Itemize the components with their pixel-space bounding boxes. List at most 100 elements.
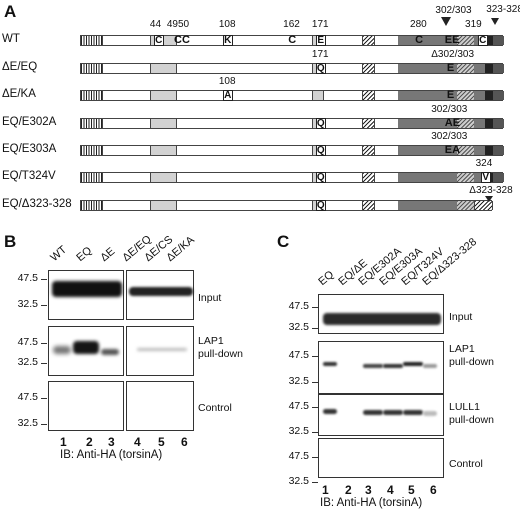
mw-label: 47.5 bbox=[288, 450, 309, 462]
residue-label: EA bbox=[444, 144, 461, 156]
protein-band bbox=[403, 362, 423, 366]
residue-number: 108 bbox=[218, 76, 236, 87]
protein-band bbox=[323, 409, 337, 414]
blot-input-right bbox=[126, 270, 194, 320]
protein-band bbox=[383, 364, 403, 368]
mw-label: 32.5 bbox=[17, 298, 38, 310]
domain-segment bbox=[493, 173, 504, 182]
residue-number: Δ323-328 bbox=[469, 185, 513, 196]
residue-number: 171 bbox=[311, 19, 329, 30]
mw-label: 47.5 bbox=[17, 391, 38, 403]
mw-label: 47.5 bbox=[288, 300, 309, 312]
mw-tick bbox=[312, 307, 318, 308]
domain-segment bbox=[149, 173, 178, 182]
protein-band bbox=[363, 364, 383, 368]
domain-segment bbox=[362, 91, 375, 100]
protein-band bbox=[383, 410, 403, 415]
domain-segment bbox=[457, 119, 475, 128]
residue-label: E bbox=[315, 35, 326, 46]
mw-label: 32.5 bbox=[17, 356, 38, 368]
domain-segment bbox=[149, 146, 178, 155]
mw-tick bbox=[312, 457, 318, 458]
construct-bar: Q AE bbox=[80, 117, 504, 129]
domain-segment bbox=[493, 64, 504, 73]
domain-segment bbox=[81, 64, 103, 73]
lane-number: 1 bbox=[322, 483, 329, 497]
domain-segment bbox=[81, 201, 103, 210]
domain-segment bbox=[484, 119, 494, 128]
mw-tick bbox=[41, 424, 47, 425]
domain-segment bbox=[484, 36, 494, 45]
domain-segment bbox=[81, 173, 103, 182]
residue-number: 171 bbox=[311, 49, 329, 60]
lane-number: 3 bbox=[365, 483, 372, 497]
lane-number: 3 bbox=[108, 435, 115, 449]
residue-number: 108 bbox=[218, 19, 236, 30]
residue-label: Q bbox=[315, 118, 326, 129]
blot-input bbox=[318, 294, 444, 334]
mw-label: 32.5 bbox=[288, 375, 309, 387]
domain-segment bbox=[81, 36, 103, 45]
row-label: Control bbox=[198, 402, 232, 414]
mw-label: 47.5 bbox=[17, 272, 38, 284]
domain-segment bbox=[81, 91, 103, 100]
residue-label: Q bbox=[315, 200, 326, 211]
domain-segment bbox=[149, 201, 178, 210]
mw-tick bbox=[312, 328, 318, 329]
construct-name: EQ/Δ323-328 bbox=[2, 198, 72, 210]
residue-label: C bbox=[153, 35, 164, 46]
residue-label: C bbox=[288, 34, 297, 46]
row-label: Control bbox=[449, 458, 483, 470]
residue-number: 44 bbox=[149, 19, 162, 30]
residue-number: 4950 bbox=[166, 19, 190, 30]
domain-segment bbox=[457, 36, 475, 45]
residue-label: V bbox=[480, 172, 491, 183]
blot-lull1 bbox=[318, 394, 444, 436]
protein-band bbox=[423, 411, 437, 416]
protein-band bbox=[363, 410, 383, 415]
blot-control-right bbox=[126, 381, 194, 431]
panel-label-b: B bbox=[4, 232, 17, 251]
domain-segment bbox=[457, 146, 475, 155]
domain-segment bbox=[493, 146, 504, 155]
residue-number: 319 bbox=[465, 19, 482, 30]
domain-segment bbox=[493, 36, 504, 45]
domain-segment bbox=[81, 146, 103, 155]
lane-header: EQ bbox=[316, 268, 337, 288]
protein-band bbox=[73, 341, 99, 354]
lane-number: 4 bbox=[134, 435, 141, 449]
mw-label: 47.5 bbox=[288, 400, 309, 412]
lane-number: 6 bbox=[181, 435, 188, 449]
protein-band bbox=[323, 313, 441, 325]
domain-segment bbox=[362, 146, 375, 155]
blot-lap1 bbox=[318, 341, 444, 394]
deletion-marker-icon bbox=[485, 196, 494, 202]
lane-number: 5 bbox=[408, 483, 415, 497]
mw-tick bbox=[41, 343, 47, 344]
lane-header: WT bbox=[48, 243, 70, 264]
row-label: Input bbox=[449, 311, 473, 323]
construct-bar: Q bbox=[80, 200, 494, 211]
residue-label: A bbox=[222, 90, 233, 101]
mw-label: 47.5 bbox=[288, 349, 309, 361]
mw-tick bbox=[312, 382, 318, 383]
lane-number: 5 bbox=[158, 435, 165, 449]
protein-band bbox=[323, 362, 337, 366]
domain-segment bbox=[362, 119, 375, 128]
residue-label: C bbox=[415, 34, 424, 46]
domain-segment bbox=[457, 201, 475, 210]
domain-segment bbox=[484, 146, 494, 155]
residue-label: AE bbox=[444, 117, 461, 129]
protein-band bbox=[101, 349, 119, 355]
residue-label: E bbox=[446, 89, 455, 101]
domain-segment bbox=[484, 91, 494, 100]
domain-segment bbox=[493, 91, 504, 100]
domain-segment bbox=[457, 64, 475, 73]
residue-label: E bbox=[446, 62, 455, 74]
blot-input-left bbox=[48, 270, 124, 320]
